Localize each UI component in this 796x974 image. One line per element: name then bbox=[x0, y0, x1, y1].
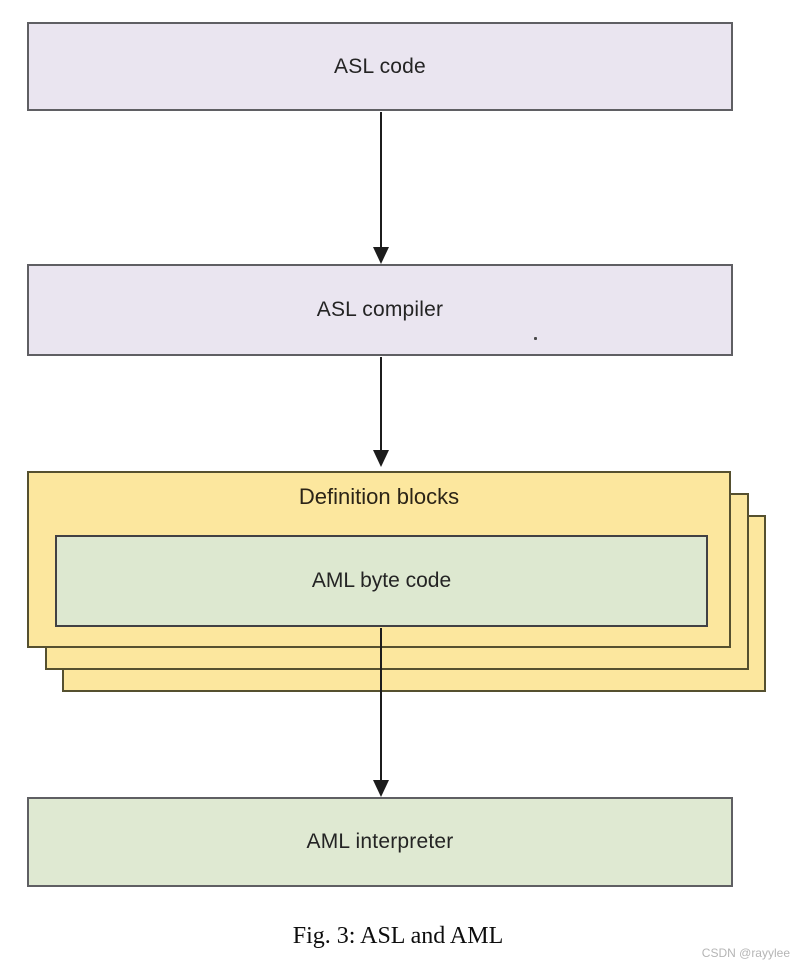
stray-dot-artifact bbox=[534, 337, 537, 340]
arrow-compiler-to-definition-line bbox=[380, 357, 382, 451]
node-asl-code: ASL code bbox=[27, 22, 733, 111]
definition-blocks-label: Definition blocks bbox=[298, 484, 460, 509]
node-aml-byte-code-label: AML byte code bbox=[311, 569, 452, 592]
watermark-text: CSDN @rayylee bbox=[701, 946, 790, 960]
arrow-asl-code-to-compiler-line bbox=[380, 112, 382, 248]
node-asl-compiler: ASL compiler bbox=[27, 264, 733, 356]
node-aml-byte-code: AML byte code bbox=[55, 535, 708, 627]
arrow-definition-to-interpreter-line bbox=[380, 628, 382, 781]
arrow-definition-to-interpreter-head bbox=[373, 780, 389, 797]
node-asl-compiler-label: ASL compiler bbox=[316, 298, 444, 321]
node-asl-code-label: ASL code bbox=[334, 54, 426, 78]
node-aml-interpreter: AML interpreter bbox=[27, 797, 733, 887]
node-aml-interpreter-label: AML interpreter bbox=[306, 830, 454, 853]
figure-caption: Fig. 3: ASL and AML bbox=[292, 923, 504, 949]
arrow-compiler-to-definition-head bbox=[373, 450, 389, 467]
arrow-asl-code-to-compiler-head bbox=[373, 247, 389, 264]
definition-blocks-layer-front: Definition blocks AML byte code bbox=[27, 471, 731, 648]
